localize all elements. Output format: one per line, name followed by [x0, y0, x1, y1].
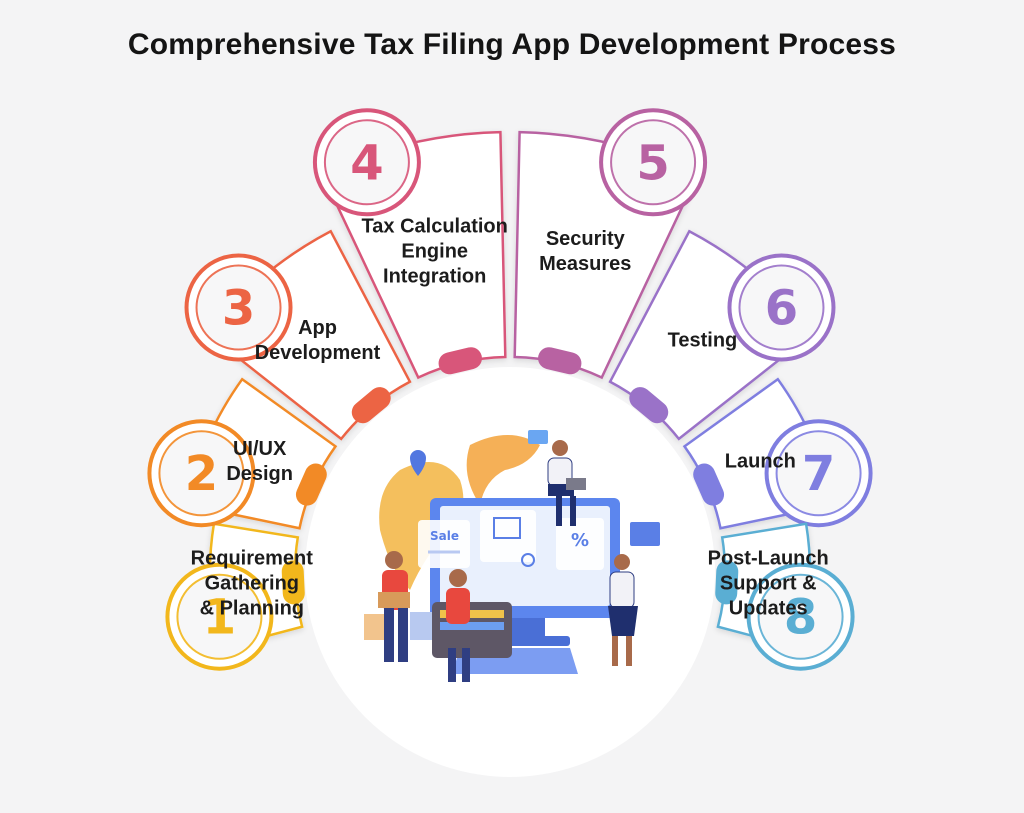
person-middle [446, 569, 470, 682]
step-label-6: Testing [667, 329, 738, 352]
step-label-8: Post-Launch Support & Updates [707, 547, 829, 620]
step-connector-7 [693, 463, 725, 506]
step-number-8: 8 [784, 590, 817, 646]
step-label-4: Tax Calculation Engine Integration [361, 215, 508, 288]
step-number-5: 5 [636, 135, 669, 191]
window-icon [493, 517, 521, 539]
person-right [608, 554, 638, 666]
sale-tag: Sale [430, 529, 459, 543]
step-label-3: App Development [254, 316, 381, 364]
step-badge-inner-5 [610, 119, 697, 206]
step-badge-inner-6 [738, 264, 825, 351]
card-stripe [440, 610, 504, 618]
monitor-stand [505, 618, 545, 636]
step-number-7: 7 [802, 446, 835, 502]
sale-card [418, 520, 470, 568]
step-connector-8 [715, 560, 739, 605]
globe-blob [466, 435, 540, 505]
percent-card [556, 518, 604, 570]
step-badge-inner-8 [757, 573, 844, 660]
page-title: Comprehensive Tax Filing App Development… [127, 28, 897, 61]
step-number-1: 1 [203, 590, 236, 646]
step-label-7: Launch [724, 450, 796, 473]
step-badge-inner-2 [158, 430, 245, 517]
person-left [378, 551, 410, 662]
step-badge-inner-7 [775, 430, 862, 517]
step-number-4: 4 [350, 135, 383, 191]
step-number-2: 2 [185, 446, 218, 502]
center-illustration: Sale % [305, 367, 715, 777]
chat-bubble-icon [630, 522, 660, 546]
step-connector-3 [351, 387, 391, 424]
step-connector-5 [538, 347, 582, 375]
step-label-5: Security Measures [539, 228, 632, 276]
percent-tag: % [571, 530, 589, 551]
location-pin-icon [410, 450, 426, 476]
person-top [547, 440, 586, 526]
step-number-6: 6 [765, 281, 798, 337]
step-badge-inner-4 [323, 119, 410, 206]
shopping-bag-icon [410, 612, 432, 640]
step-label-1: Requirement Gathering & Planning [190, 547, 313, 620]
chat-bubble-icon [528, 430, 548, 444]
step-connector-2 [295, 463, 327, 506]
step-number-3: 3 [222, 281, 255, 337]
step-connector-4 [438, 347, 482, 375]
shopping-bag-icon [364, 614, 386, 640]
card-stripe [440, 622, 504, 630]
check-icon [521, 553, 535, 567]
step-badge-inner-1 [176, 573, 263, 660]
step-connector-6 [629, 387, 669, 424]
step-label-2: UI/UX Design [226, 437, 293, 485]
step-connector-1 [281, 560, 305, 605]
step-badge-inner-3 [195, 264, 282, 351]
